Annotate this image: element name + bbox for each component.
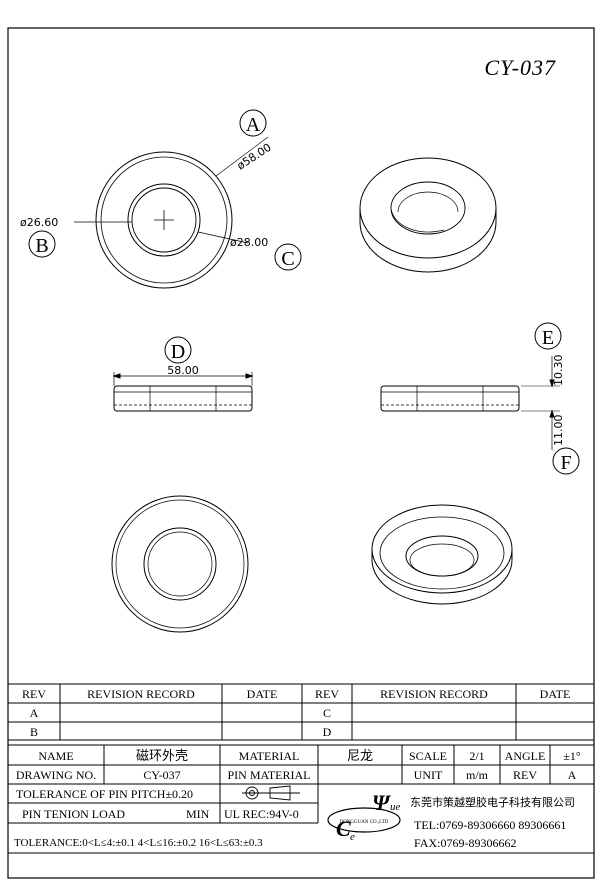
pin-tension-label: PIN TENION LOAD (22, 807, 125, 821)
company-tel: TEL:0769-89306660 89306661 (414, 818, 566, 832)
callout-b: B (28, 230, 56, 258)
svg-text:Ψ: Ψ (372, 790, 391, 815)
dim-height-top: 10.30 (552, 355, 565, 387)
title-block (7, 744, 595, 854)
pin-tension-min: MIN (186, 807, 210, 821)
company-fax: FAX:0769-89306662 (414, 836, 516, 850)
bottom-view (111, 495, 249, 633)
tolerance-pin-pitch: TOLERANCE OF PIN PITCH±0.20 (16, 787, 193, 801)
drawing-no-value: CY-037 (143, 768, 180, 782)
rev-row-c: C (323, 706, 331, 720)
svg-text:DONGGUAN CO.,LTD: DONGGUAN CO.,LTD (340, 820, 389, 825)
date-header-1: DATE (247, 687, 278, 701)
callout-e: E (534, 322, 562, 350)
material-label: MATERIAL (239, 749, 300, 763)
unit-value: m/m (466, 768, 489, 782)
dim-inner-dia: ø26.60 (20, 216, 58, 229)
top-view (74, 136, 269, 289)
drawing-border (7, 27, 595, 879)
svg-text:e: e (350, 831, 355, 843)
svg-text:F: F (560, 452, 571, 474)
outer-circle-inner-edge (100, 156, 228, 284)
rev-row-a: A (30, 706, 39, 720)
rev-row-d: D (323, 725, 332, 739)
isometric-view-bottom (371, 504, 513, 605)
callout-c: C (274, 243, 302, 271)
revision-table (7, 683, 595, 741)
company-name: 东莞市策越塑胶电子科技有限公司 (410, 795, 575, 809)
scale-value: 2/1 (469, 749, 484, 763)
rev-label: REV (513, 768, 537, 782)
dim-height-total: 11.00 (552, 415, 565, 447)
rev-record-header-2: REVISION RECORD (380, 687, 488, 701)
callout-a: A (239, 109, 267, 137)
isometric-view-top (359, 157, 497, 273)
drawing-no-label: DRAWING NO. (16, 768, 96, 782)
rev-row-b: B (30, 725, 38, 739)
callout-d: D (164, 336, 192, 364)
angle-value: ±1° (563, 749, 581, 763)
outer-circle (95, 151, 233, 289)
projection-symbol-icon (242, 785, 300, 801)
pin-material-label: PIN MATERIAL (228, 768, 311, 782)
rev-header-1: REV (22, 687, 46, 701)
svg-text:E: E (542, 327, 554, 349)
inner-circle-outer (127, 183, 201, 257)
rev-record-header-1: REVISION RECORD (87, 687, 195, 701)
front-view (112, 372, 254, 412)
svg-text:B: B (35, 235, 48, 257)
leader-mid-dia (197, 231, 249, 244)
unit-label: UNIT (414, 768, 443, 782)
svg-text:D: D (171, 341, 185, 363)
svg-text:C: C (281, 248, 294, 270)
leader-outer-dia (215, 136, 269, 177)
dim-mid-dia: ø28.00 (230, 236, 268, 249)
name-label: NAME (38, 749, 73, 763)
tolerance-ranges: TOLERANCE:0<L≤4:±0.1 4<L≤16:±0.2 16<L≤63… (14, 837, 263, 849)
angle-label: ANGLE (505, 749, 546, 763)
side-view (380, 356, 560, 450)
rev-header-2: REV (315, 687, 339, 701)
part-number-title: CY-037 (484, 55, 556, 80)
name-value: 磁环外壳 (136, 748, 188, 763)
svg-text:A: A (246, 114, 261, 136)
rev-value: A (568, 768, 577, 782)
scale-label: SCALE (409, 749, 447, 763)
ul-rec: UL REC:94V-0 (224, 807, 299, 821)
callout-f: F (552, 447, 580, 475)
dim-width: 58.00 (167, 364, 199, 377)
date-header-2: DATE (540, 687, 571, 701)
dim-outer-dia: ø58.00 (235, 141, 274, 173)
svg-text:C: C (336, 816, 351, 841)
svg-text:ue: ue (390, 801, 401, 813)
inner-circle (131, 187, 197, 253)
company-logo: C e Ψ ue DONGGUAN CO.,LTD (327, 790, 401, 843)
material-value: 尼龙 (347, 748, 373, 763)
